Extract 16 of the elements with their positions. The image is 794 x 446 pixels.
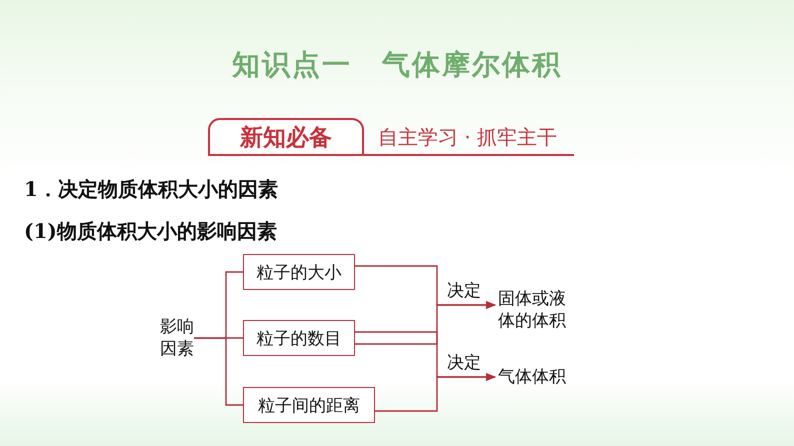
section-subtitle: 自主学习 · 抓牢主干: [378, 124, 558, 151]
connector-line: [194, 337, 243, 406]
edge-label: 决定: [447, 355, 481, 372]
edge-label: 决定: [447, 283, 481, 300]
heading-text: 1．决定物质体积大小的因素: [24, 176, 278, 203]
section-title: 知识点一 气体摩尔体积: [230, 47, 563, 83]
section-tab: 新知必备: [208, 118, 364, 154]
process-box: 粒子的大小: [243, 254, 355, 290]
process-box: 粒子间的距离: [243, 387, 375, 423]
connector-line: [355, 301, 496, 345]
process-box: 粒子的数目: [243, 320, 355, 356]
connector-line: [375, 373, 496, 412]
heading-text: (1)物质体积大小的影响因素: [24, 218, 277, 245]
node-text: 固体或液体的体积: [498, 288, 566, 332]
node-text: 影响因素: [160, 316, 194, 360]
node-text: 气体体积: [498, 366, 566, 388]
